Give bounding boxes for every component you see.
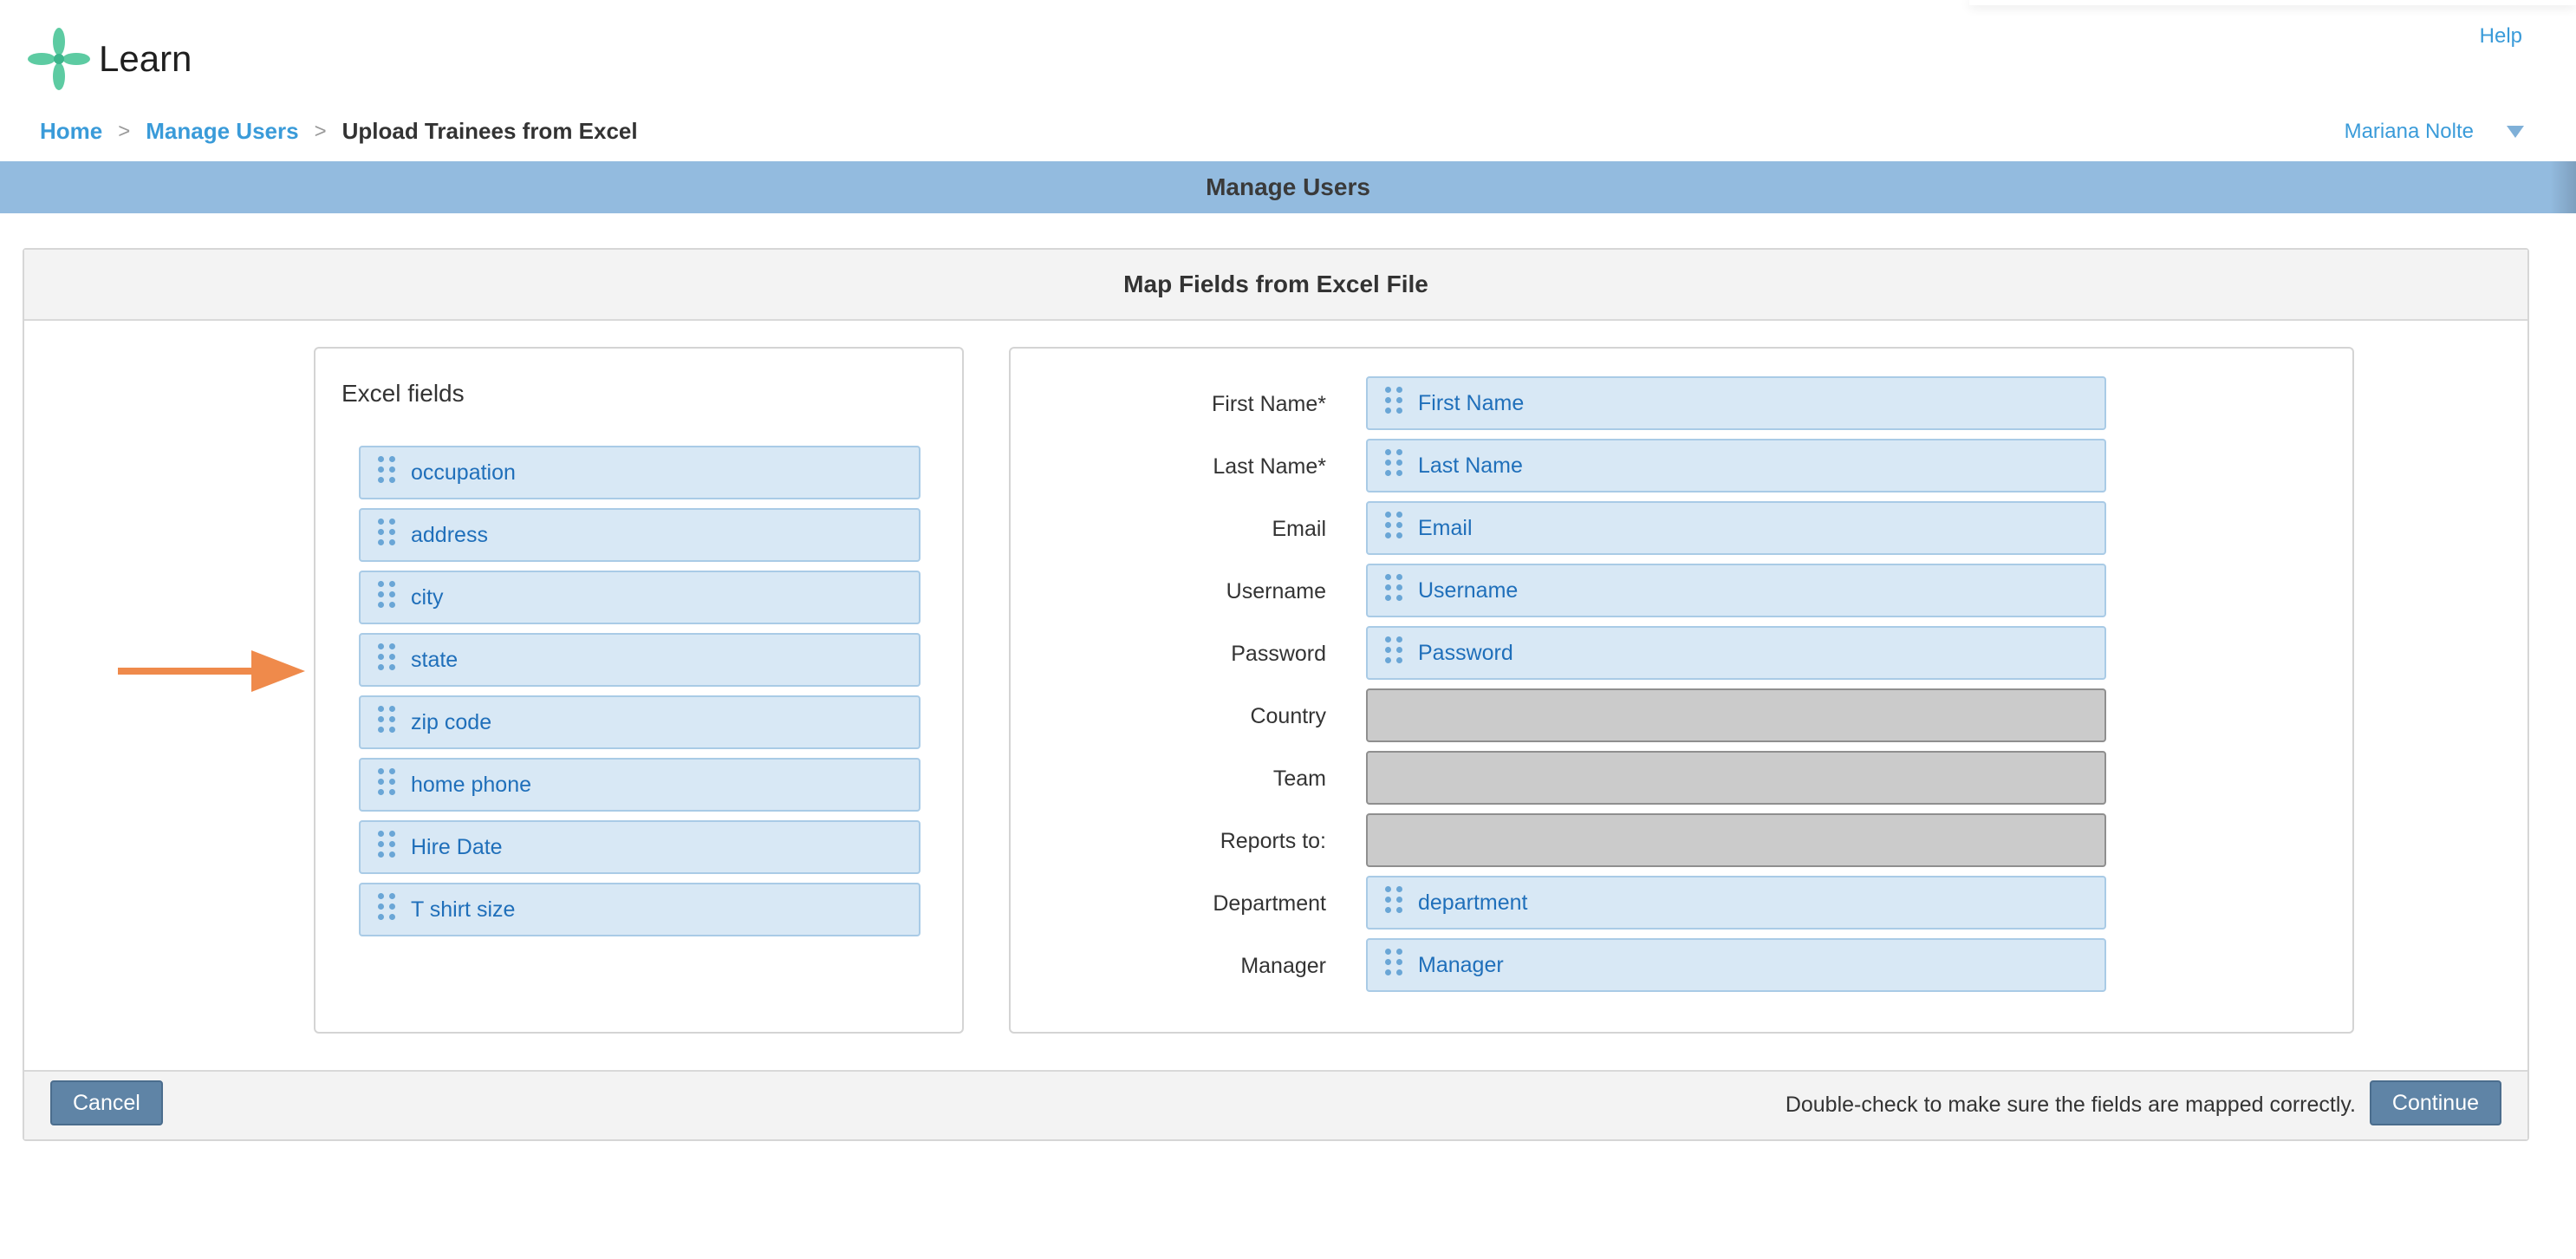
- excel-field-label: city: [411, 584, 444, 610]
- excel-field-chip[interactable]: address: [359, 508, 920, 562]
- mapping-label: Country: [1250, 704, 1326, 728]
- page-title-bar: Manage Users: [0, 161, 2576, 213]
- panel-title: Map Fields from Excel File: [1123, 271, 1428, 297]
- app-logo[interactable]: Learn: [26, 26, 192, 92]
- drag-handle-icon[interactable]: [1385, 512, 1404, 541]
- mapped-field-chip[interactable]: department: [1366, 876, 2106, 930]
- drag-handle-icon[interactable]: [1385, 886, 1404, 916]
- drag-handle-icon[interactable]: [378, 768, 397, 798]
- excel-field-label: Hire Date: [411, 834, 503, 859]
- excel-field-chip[interactable]: Hire Date: [359, 820, 920, 874]
- excel-fields-box: Excel fields occupation address city state z…: [314, 347, 964, 1034]
- mapping-label: Last Name*: [1213, 454, 1326, 479]
- breadcrumb-separator: >: [314, 119, 327, 143]
- mapped-field-chip[interactable]: Manager: [1366, 938, 2106, 992]
- drag-handle-icon[interactable]: [1385, 949, 1404, 978]
- excel-field-chip[interactable]: city: [359, 571, 920, 624]
- excel-field-chip[interactable]: occupation: [359, 446, 920, 499]
- mapped-field-chip[interactable]: Last Name: [1366, 439, 2106, 493]
- mapped-field-label: Password: [1418, 640, 1513, 665]
- excel-field-chip[interactable]: T shirt size: [359, 883, 920, 936]
- logo-icon: [28, 28, 90, 90]
- drag-handle-icon[interactable]: [378, 456, 397, 486]
- mapped-field-label: department: [1418, 890, 1528, 915]
- drag-handle-icon[interactable]: [378, 893, 397, 923]
- mapped-field-label: Manager: [1418, 952, 1504, 977]
- mapped-field-label: Email: [1418, 515, 1473, 540]
- empty-drop-slot[interactable]: [1366, 688, 2106, 742]
- mapped-field-label: Username: [1418, 577, 1519, 603]
- cancel-button[interactable]: Cancel: [50, 1080, 163, 1125]
- drag-handle-icon[interactable]: [378, 643, 397, 673]
- excel-fields-title: Excel fields: [342, 380, 465, 407]
- mapped-field-chip[interactable]: Password: [1366, 626, 2106, 680]
- continue-button[interactable]: Continue: [2369, 1080, 2501, 1125]
- empty-drop-slot[interactable]: [1366, 751, 2106, 805]
- app-name: Learn: [99, 38, 192, 79]
- mapped-field-chip[interactable]: Username: [1366, 564, 2106, 617]
- mapping-label: First Name*: [1212, 392, 1326, 416]
- help-link[interactable]: Help: [2479, 24, 2522, 48]
- mapping-label: Reports to:: [1220, 829, 1326, 853]
- mapping-label: Password: [1231, 642, 1326, 666]
- drag-handle-icon[interactable]: [378, 581, 397, 610]
- breadcrumb-home[interactable]: Home: [40, 118, 103, 144]
- mapped-field-chip[interactable]: Email: [1366, 501, 2106, 555]
- drag-handle-icon[interactable]: [1385, 387, 1404, 416]
- user-name[interactable]: Mariana Nolte: [2344, 120, 2474, 143]
- excel-field-chip[interactable]: home phone: [359, 758, 920, 812]
- page-title: Manage Users: [1206, 173, 1370, 200]
- excel-field-label: zip code: [411, 709, 492, 734]
- mapped-field-chip[interactable]: First Name: [1366, 376, 2106, 430]
- excel-field-label: address: [411, 522, 488, 547]
- scroll-shadow: [2550, 161, 2576, 213]
- top-edge-shadow: [1969, 0, 2576, 5]
- excel-field-label: occupation: [411, 460, 516, 485]
- breadcrumb-manage-users[interactable]: Manage Users: [146, 118, 299, 144]
- excel-field-label: T shirt size: [411, 897, 516, 922]
- user-menu[interactable]: Mariana Nolte: [2345, 120, 2524, 144]
- mapping-label: Email: [1272, 517, 1326, 541]
- mapped-field-label: Last Name: [1418, 453, 1523, 478]
- mapping-label: Manager: [1240, 954, 1326, 978]
- breadcrumb-separator: >: [118, 119, 131, 143]
- footer-note: Double-check to make sure the fields are…: [1785, 1093, 2356, 1117]
- breadcrumb: Home > Manage Users > Upload Trainees fr…: [40, 118, 638, 145]
- drag-handle-icon[interactable]: [1385, 636, 1404, 666]
- drag-handle-icon[interactable]: [1385, 574, 1404, 603]
- empty-drop-slot[interactable]: [1366, 813, 2106, 867]
- drag-handle-icon[interactable]: [378, 519, 397, 548]
- excel-field-label: home phone: [411, 772, 532, 797]
- drag-handle-icon[interactable]: [1385, 449, 1404, 479]
- panel-footer: Cancel Double-check to make sure the fie…: [24, 1070, 2527, 1139]
- mapping-label: Username: [1226, 579, 1326, 603]
- panel-header: Map Fields from Excel File: [24, 250, 2527, 321]
- excel-field-chip[interactable]: zip code: [359, 695, 920, 749]
- drag-handle-icon[interactable]: [378, 831, 397, 860]
- caret-down-icon[interactable]: [2507, 126, 2524, 138]
- breadcrumb-current: Upload Trainees from Excel: [342, 118, 638, 144]
- excel-field-label: state: [411, 647, 459, 672]
- excel-field-chip[interactable]: state: [359, 633, 920, 687]
- drag-handle-icon[interactable]: [378, 706, 397, 735]
- mapping-label: Department: [1213, 891, 1326, 916]
- map-fields-panel: Map Fields from Excel File Excel fields …: [23, 248, 2529, 1141]
- mapped-field-label: First Name: [1418, 390, 1525, 415]
- mapping-label: Team: [1272, 766, 1326, 791]
- arrow-right-icon: [118, 650, 305, 692]
